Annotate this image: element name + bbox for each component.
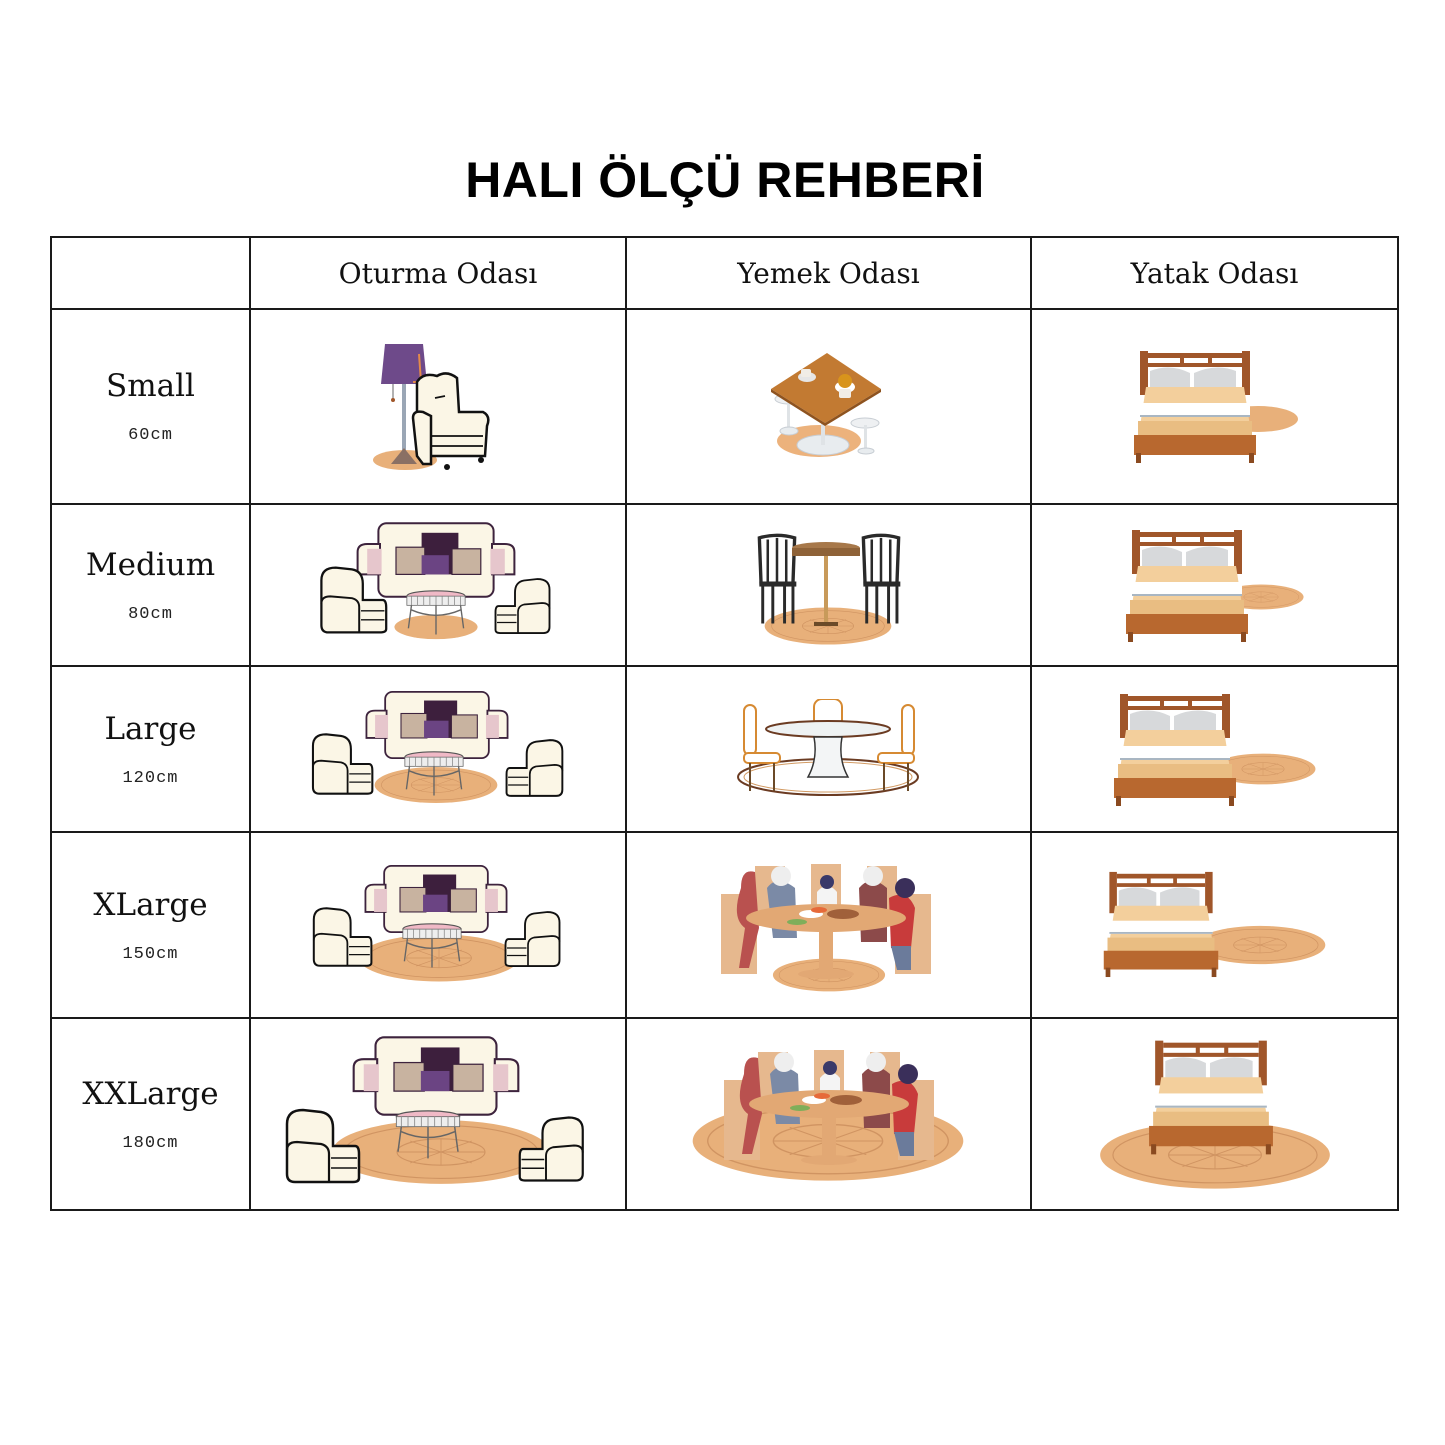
size-name: Medium	[85, 546, 216, 583]
size-name: Large	[104, 710, 197, 747]
table-row-small: Small 60cm	[50, 308, 1399, 505]
size-name: XLarge	[93, 886, 208, 923]
cell-bedroom-large	[1030, 665, 1399, 833]
family-dinner-illustration	[627, 858, 1030, 993]
bed-small-side-rug-illustration	[1032, 349, 1397, 464]
table-row-large: Large 120cm	[50, 665, 1399, 833]
cell-bedroom-xxlarge	[1030, 1017, 1399, 1211]
bed-under-xxlarge-rug-illustration	[1032, 1032, 1397, 1197]
cell-dining-xxlarge	[625, 1017, 1032, 1211]
bed-xlarge-side-rug-illustration	[1032, 868, 1397, 983]
rug-size-guide-table: Oturma Odası Yemek Odası Yatak Odası Sma…	[50, 236, 1399, 1211]
sofa-set-medium-rug-illustration	[251, 689, 625, 809]
cell-living-xlarge	[249, 831, 627, 1019]
cell-bedroom-small	[1030, 308, 1399, 505]
table-row-xxlarge: XXLarge 180cm	[50, 1017, 1399, 1211]
header-corner	[50, 236, 251, 310]
header-bedroom: Yatak Odası	[1030, 236, 1399, 310]
size-dimension: 80cm	[128, 604, 173, 624]
header-living-room: Oturma Odası	[249, 236, 627, 310]
bistro-table-two-chairs-illustration	[627, 520, 1030, 650]
size-name: Small	[106, 368, 195, 404]
cell-living-large	[249, 665, 627, 833]
page-title: HALI ÖLÇÜ REHBERİ	[465, 152, 985, 208]
sofa-set-large-rug-illustration	[251, 863, 625, 988]
bed-large-side-rug-illustration	[1032, 692, 1397, 807]
table-header-row: Oturma Odası Yemek Odası Yatak Odası	[50, 236, 1399, 310]
size-name: XXLarge	[82, 1075, 219, 1112]
cell-dining-large	[625, 665, 1032, 833]
bed-medium-side-rug-illustration	[1032, 528, 1397, 643]
cell-living-medium	[249, 503, 627, 667]
cell-dining-xlarge	[625, 831, 1032, 1019]
cell-dining-small	[625, 308, 1032, 505]
size-cell: Large 120cm	[50, 665, 251, 833]
table-row-medium: Medium 80cm	[50, 503, 1399, 667]
round-glass-table-three-chairs-illustration	[627, 699, 1030, 799]
family-dinner-xxlarge-rug-illustration	[627, 1044, 1030, 1184]
size-dimension: 150cm	[122, 944, 179, 964]
size-cell: Medium 80cm	[50, 503, 251, 667]
cell-dining-medium	[625, 503, 1032, 667]
table-row-xlarge: XLarge 150cm	[50, 831, 1399, 1019]
header-dining-room: Yemek Odası	[625, 236, 1032, 310]
cell-bedroom-medium	[1030, 503, 1399, 667]
size-cell: XXLarge 180cm	[50, 1017, 251, 1211]
size-dimension: 180cm	[122, 1133, 179, 1153]
sofa-set-xxlarge-rug-illustration	[251, 1034, 625, 1194]
lamp-armchair-small-rug-illustration	[251, 342, 625, 472]
sofa-set-small-rug-illustration	[251, 520, 625, 650]
square-cafe-table-stools-illustration	[627, 349, 1030, 464]
cell-living-small	[249, 308, 627, 505]
cell-living-xxlarge	[249, 1017, 627, 1211]
size-dimension: 120cm	[122, 768, 179, 788]
cell-bedroom-xlarge	[1030, 831, 1399, 1019]
size-cell: XLarge 150cm	[50, 831, 251, 1019]
size-cell: Small 60cm	[50, 308, 251, 505]
size-dimension: 60cm	[128, 426, 173, 445]
